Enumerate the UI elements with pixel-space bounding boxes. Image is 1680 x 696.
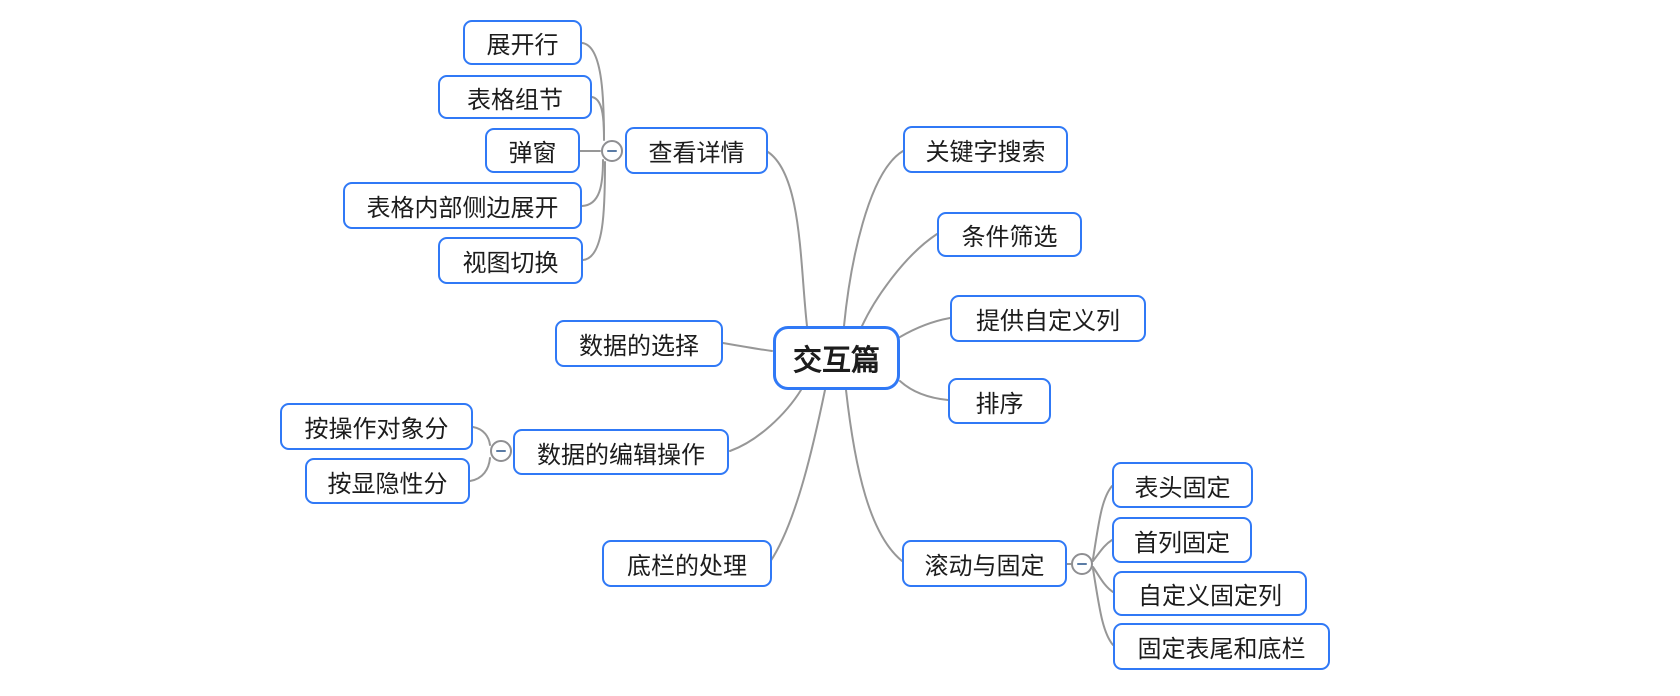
edge — [729, 389, 802, 452]
node-bottom-bar-handling[interactable]: 底栏的处理 — [602, 540, 772, 587]
collapse-button-scroll-fixed[interactable] — [1071, 553, 1093, 575]
edge — [899, 317, 951, 338]
node-table-section[interactable]: 表格组节 — [438, 75, 592, 119]
node-label: 提供自定义列 — [976, 308, 1120, 335]
node-label: 首列固定 — [1134, 529, 1230, 557]
edge — [469, 457, 491, 482]
minus-icon — [1077, 563, 1087, 565]
node-header-fixed[interactable]: 表头固定 — [1112, 462, 1253, 508]
minus-icon — [607, 150, 617, 152]
edge — [843, 150, 904, 327]
edge — [1092, 539, 1113, 562]
node-label: 表格组节 — [467, 86, 563, 114]
node-label: 条件筛选 — [961, 224, 1058, 251]
node-root-topic[interactable]: 交互篇 — [773, 326, 900, 390]
node-view-switch[interactable]: 视图切换 — [438, 237, 583, 284]
node-label: 表格内部侧边展开 — [366, 195, 559, 222]
edge — [1092, 485, 1113, 560]
node-label: 交互篇 — [792, 345, 880, 377]
node-table-side-expand[interactable]: 表格内部侧边展开 — [343, 182, 582, 229]
node-label: 表头固定 — [1134, 474, 1231, 502]
node-label: 数据的编辑操作 — [537, 441, 705, 469]
node-label: 弹窗 — [508, 140, 557, 167]
node-label: 滚动与固定 — [924, 553, 1045, 580]
node-label: 视图切换 — [462, 250, 559, 277]
node-by-operation-target[interactable]: 按操作对象分 — [280, 403, 473, 450]
edge — [1092, 566, 1114, 593]
edge — [1092, 568, 1114, 646]
node-view-detail[interactable]: 查看详情 — [625, 127, 768, 174]
minus-icon — [496, 450, 506, 452]
node-custom-fixed-column[interactable]: 自定义固定列 — [1113, 571, 1307, 616]
edge — [861, 233, 938, 327]
edge — [722, 342, 773, 352]
node-label: 查看详情 — [648, 140, 745, 167]
node-first-column-fixed[interactable]: 首列固定 — [1112, 517, 1252, 563]
collapse-button-data-edit[interactable] — [490, 440, 512, 462]
node-popup[interactable]: 弹窗 — [485, 128, 580, 173]
node-fixed-footer-bottom-bar[interactable]: 固定表尾和底栏 — [1113, 623, 1330, 670]
edge — [591, 96, 605, 139]
node-scroll-and-fixed[interactable]: 滚动与固定 — [902, 540, 1067, 587]
node-by-visibility[interactable]: 按显隐性分 — [305, 458, 470, 504]
node-label: 展开行 — [486, 32, 559, 59]
edge — [845, 389, 903, 562]
collapse-button-view-detail[interactable] — [601, 140, 623, 162]
node-keyword-search[interactable]: 关键字搜索 — [903, 126, 1068, 173]
node-label: 固定表尾和底栏 — [1137, 636, 1306, 663]
node-custom-columns[interactable]: 提供自定义列 — [950, 295, 1146, 342]
edge — [472, 426, 491, 446]
node-label: 按操作对象分 — [304, 416, 449, 443]
edge — [769, 389, 826, 563]
node-label: 数据的选择 — [579, 333, 699, 360]
node-label: 排序 — [975, 390, 1024, 418]
node-expand-row[interactable]: 展开行 — [463, 20, 582, 65]
node-sorting[interactable]: 排序 — [948, 378, 1051, 424]
node-data-edit-operations[interactable]: 数据的编辑操作 — [513, 429, 729, 475]
node-condition-filter[interactable]: 条件筛选 — [937, 212, 1082, 257]
node-label: 底栏的处理 — [627, 553, 747, 580]
edge — [899, 380, 949, 401]
node-data-selection[interactable]: 数据的选择 — [555, 320, 723, 367]
node-label: 关键字搜索 — [925, 139, 1046, 166]
edge — [581, 159, 604, 207]
node-label: 按显隐性分 — [327, 470, 448, 498]
edge — [767, 151, 808, 327]
node-label: 自定义固定列 — [1138, 583, 1282, 610]
edge — [582, 161, 606, 261]
